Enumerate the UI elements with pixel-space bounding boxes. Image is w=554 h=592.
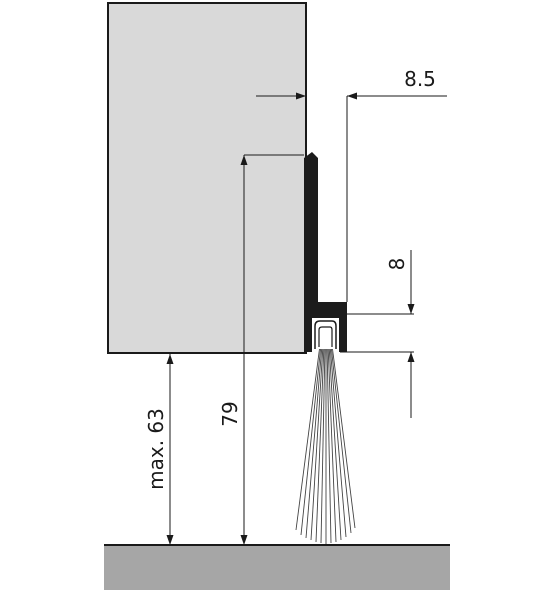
brush-insert-inner xyxy=(318,326,333,347)
dimension-profile-offset-label: 8.5 xyxy=(404,67,436,91)
dimension-brush-height-label: 79 xyxy=(218,401,242,426)
extension-lines xyxy=(244,96,414,353)
brush-insert xyxy=(314,320,337,349)
door-leaf xyxy=(107,2,307,354)
dimension-gap-label: max. 63 xyxy=(144,408,168,490)
brush-bristles xyxy=(295,344,356,544)
dimension-brush-holder-label: 8 xyxy=(385,258,409,271)
seal-profile xyxy=(304,152,347,352)
floor xyxy=(104,546,450,590)
